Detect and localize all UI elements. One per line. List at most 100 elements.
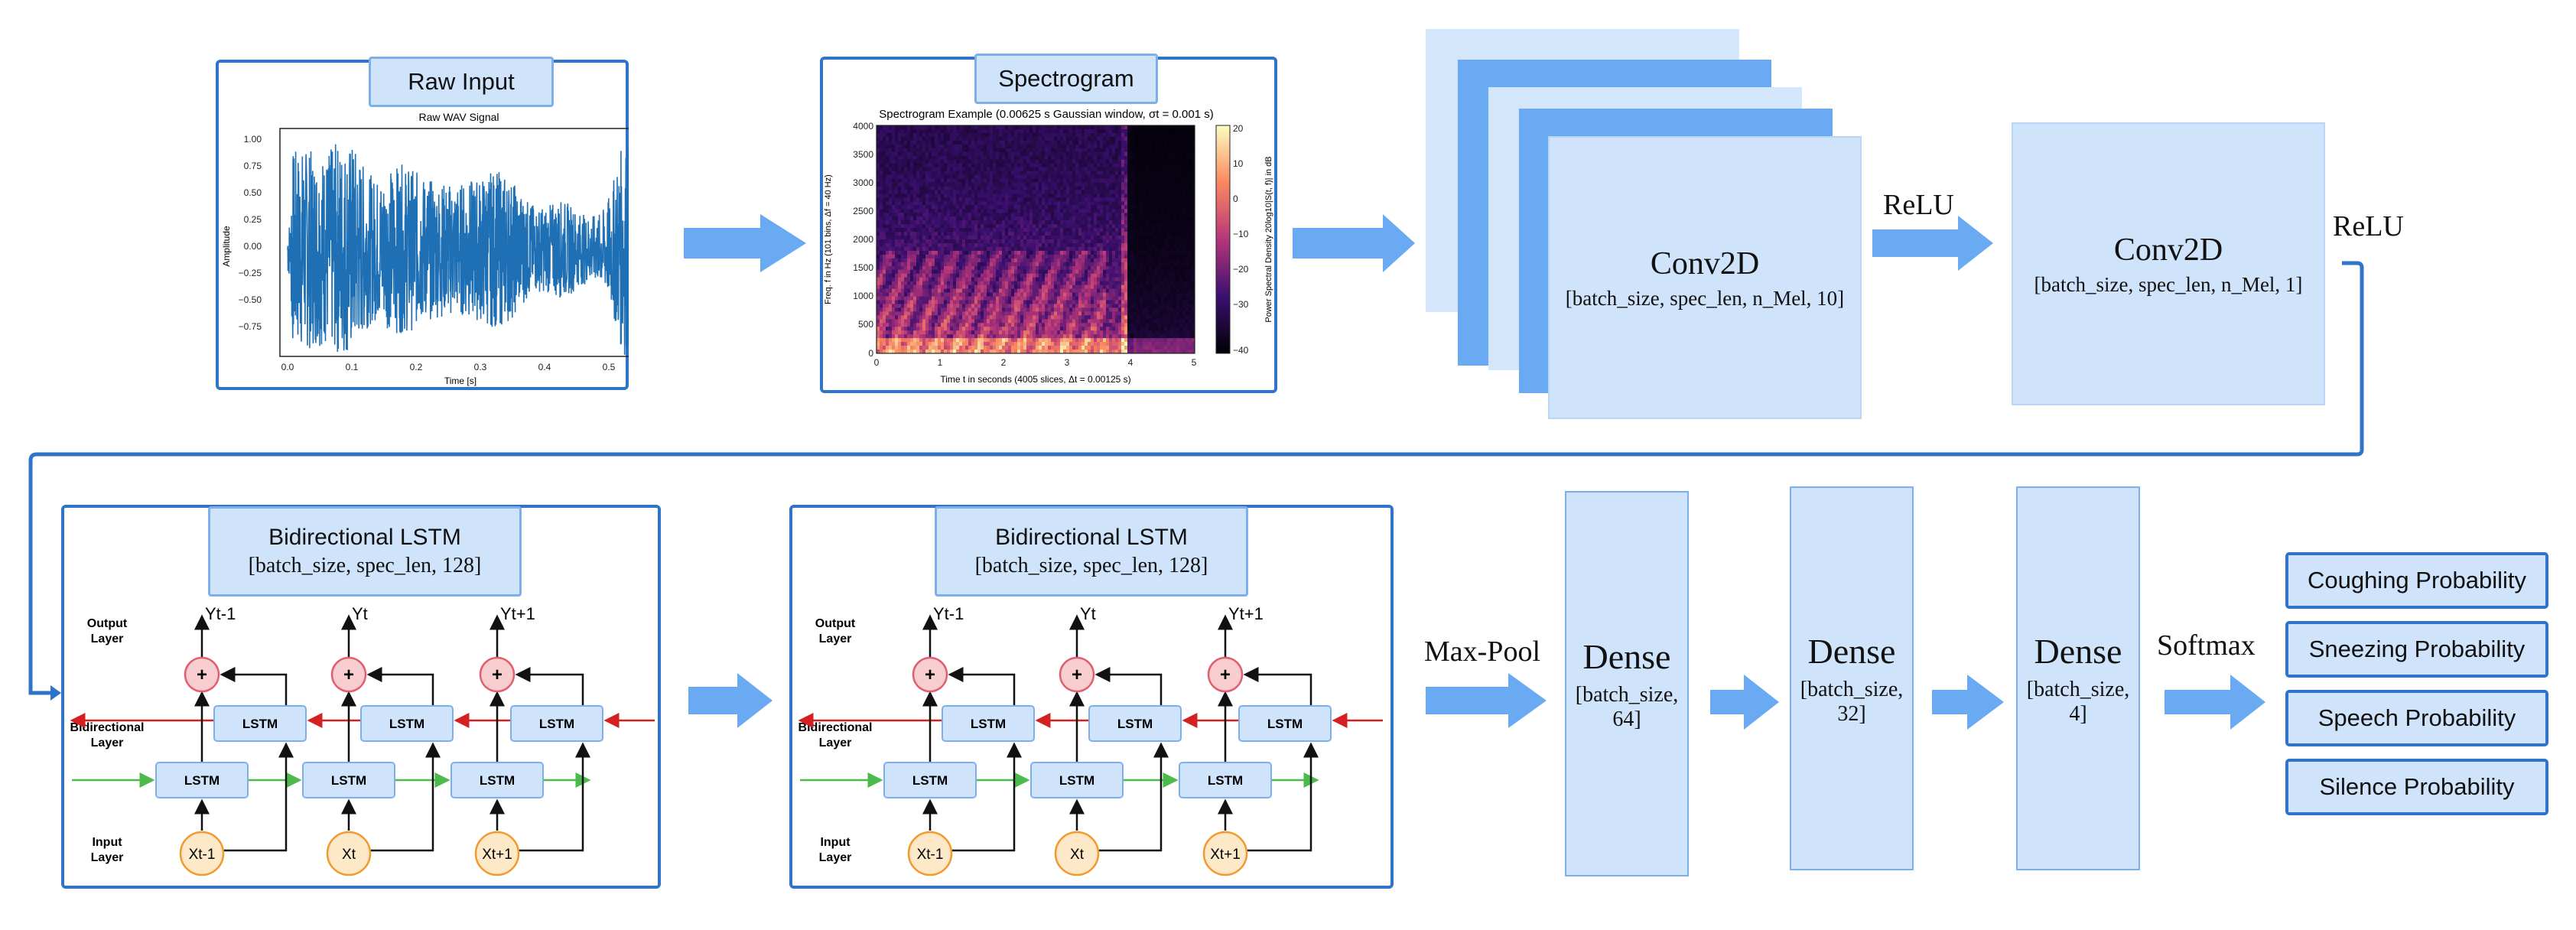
softmax-label: Softmax bbox=[2157, 629, 2256, 662]
y-tick: −0.25 bbox=[239, 268, 262, 278]
y-tick: −0.75 bbox=[239, 321, 262, 332]
sum-node-label: + bbox=[492, 665, 503, 685]
y-tick: 1500 bbox=[853, 262, 873, 273]
cbar-ticks: 20 10 0 −10 −20 −30 −40 bbox=[1233, 123, 1249, 356]
cbar-tick: 20 bbox=[1233, 123, 1244, 134]
lstm-1-header: Bidirectional LSTM [batch_size, spec_len… bbox=[208, 506, 522, 597]
output-silence-probability: Silence Probability bbox=[2285, 759, 2548, 815]
input-node bbox=[179, 831, 225, 876]
y-tick: 0 bbox=[868, 348, 873, 359]
input-label: Xt+1 bbox=[482, 847, 512, 863]
raw-xlabel: Time [s] bbox=[444, 376, 476, 386]
output-sneezing-probability: Sneezing Probability bbox=[2285, 621, 2548, 678]
y-tick: 1.00 bbox=[244, 134, 262, 145]
lstm-1-shape: [batch_size, spec_len, 128] bbox=[248, 554, 482, 577]
waveform-line bbox=[287, 144, 629, 356]
raw-plot-title: Raw WAV Signal bbox=[418, 111, 499, 123]
lstm-cell-label: LSTM bbox=[1117, 717, 1153, 731]
spec-plot-title: Spectrogram Example (0.00625 s Gaussian … bbox=[879, 108, 1213, 121]
arrow-raw-to-spectrogram bbox=[684, 214, 806, 272]
sum-node-label: + bbox=[1072, 665, 1082, 685]
x-tick: 0.5 bbox=[603, 362, 616, 372]
cbar-tick: 10 bbox=[1233, 158, 1244, 169]
spectrogram-plot: Spectrogram Example (0.00625 s Gaussian … bbox=[824, 108, 1273, 385]
x-tick: 0 bbox=[874, 357, 880, 368]
dense-1-title: Dense bbox=[1582, 636, 1671, 676]
conv2d-block-1: Conv2D [batch_size, spec_len, n_Mel, 10] bbox=[1548, 136, 1862, 419]
sum-node-label: + bbox=[925, 665, 935, 685]
input-node bbox=[474, 831, 520, 876]
lstm-cell-label: LSTM bbox=[1208, 773, 1243, 788]
dense-3-title: Dense bbox=[2034, 631, 2122, 671]
arrow-lstm-to-lstm bbox=[688, 673, 772, 728]
lstm-cell-label: LSTM bbox=[1267, 717, 1303, 731]
output-label: Yt+1 bbox=[1228, 604, 1264, 623]
cbar-tick: −40 bbox=[1233, 345, 1249, 356]
relu-label-1: ReLU bbox=[1883, 189, 1954, 221]
arrow-spectrogram-to-conv bbox=[1293, 214, 1415, 272]
input-label: Xt bbox=[342, 847, 356, 863]
conv2d-2-shape: [batch_size, spec_len, n_Mel, 1] bbox=[2034, 272, 2303, 296]
spec-y-ticks: 4000 3500 3000 2500 2000 1500 1000 500 0 bbox=[853, 121, 873, 359]
output-speech-probability: Speech Probability bbox=[2285, 690, 2548, 746]
dense-3-shape-a: [batch_size, bbox=[2026, 677, 2130, 701]
lstm-2-title: Bidirectional LSTM bbox=[995, 525, 1188, 550]
raw-x-ticks: 0.0 0.1 0.2 0.3 0.4 0.5 bbox=[281, 362, 616, 372]
lstm-cell-forward bbox=[883, 762, 977, 798]
lstm-cell-label: LSTM bbox=[912, 773, 948, 788]
lstm-cell-forward bbox=[1179, 762, 1272, 798]
raw-y-ticks: 1.00 0.75 0.50 0.25 0.00 −0.25 −0.50 −0.… bbox=[239, 134, 262, 332]
y-tick: 0.50 bbox=[244, 187, 262, 198]
dense-block-3: Dense [batch_size, 4] bbox=[2016, 486, 2140, 870]
relu-label-2: ReLU bbox=[2333, 210, 2404, 242]
lstm-cell-label: LSTM bbox=[971, 717, 1006, 731]
arrow-conv-to-conv bbox=[1872, 216, 1993, 271]
lstm-cell-backward bbox=[1088, 705, 1182, 742]
dense-1-shape-b: 64] bbox=[1612, 707, 1641, 731]
lstm-cell-backward bbox=[360, 705, 454, 742]
maxpool-label: Max-Pool bbox=[1424, 636, 1540, 668]
dense-2-title: Dense bbox=[1807, 631, 1896, 671]
lstm-cell-forward bbox=[155, 762, 249, 798]
output-label: Yt-1 bbox=[933, 604, 964, 623]
x-tick: 2 bbox=[1001, 357, 1007, 368]
lstm-cell-backward bbox=[1238, 705, 1332, 742]
lstm-2-shape: [batch_size, spec_len, 128] bbox=[974, 554, 1208, 577]
spec-xlabel: Time t in seconds (4005 slices, Δt = 0.0… bbox=[940, 374, 1130, 385]
arrow-dense-to-softmax bbox=[2165, 675, 2265, 730]
lstm-2-header: Bidirectional LSTM [batch_size, spec_len… bbox=[935, 506, 1248, 597]
output-label: Yt+1 bbox=[500, 604, 535, 623]
y-tick: 1000 bbox=[853, 291, 873, 301]
y-tick: 2500 bbox=[853, 206, 873, 216]
x-tick: 0.3 bbox=[474, 362, 487, 372]
cbar-label: Power Spectral Density 20log10|S(t, f)| … bbox=[1264, 156, 1273, 322]
raw-input-title: Raw Input bbox=[369, 57, 554, 107]
y-tick: 0.75 bbox=[244, 161, 262, 171]
lstm-cell-backward bbox=[942, 705, 1035, 742]
lstm-1-title: Bidirectional LSTM bbox=[268, 525, 461, 550]
input-node bbox=[907, 831, 953, 876]
input-label: Xt-1 bbox=[189, 847, 216, 863]
y-tick: 4000 bbox=[853, 121, 873, 132]
dense-1-shape-a: [batch_size, bbox=[1575, 682, 1679, 707]
cbar-tick: 0 bbox=[1233, 193, 1238, 204]
x-tick: 1 bbox=[938, 357, 943, 368]
sum-node bbox=[1059, 656, 1095, 693]
spec-x-ticks: 0 1 2 3 4 5 bbox=[874, 357, 1197, 368]
lstm-cell-forward bbox=[1030, 762, 1124, 798]
dense-3-shape-b: 4] bbox=[2069, 701, 2087, 726]
dense-2-shape-b: 32] bbox=[1837, 701, 1866, 726]
input-label: Xt+1 bbox=[1210, 847, 1241, 863]
raw-wav-plot: Raw WAV Signal 1.00 0.75 0.50 0.25 0.00 … bbox=[221, 111, 629, 386]
output-label: Yt-1 bbox=[205, 604, 236, 623]
raw-ylabel: Amplitude bbox=[221, 226, 232, 267]
x-tick: 3 bbox=[1065, 357, 1070, 368]
spectrogram-colorbar bbox=[1215, 125, 1231, 354]
y-tick: 0.00 bbox=[244, 241, 262, 252]
arrow-lstm-to-dense bbox=[1426, 673, 1547, 728]
dense-2-shape-a: [batch_size, bbox=[1800, 677, 1904, 701]
lstm-cell-label: LSTM bbox=[331, 773, 366, 788]
